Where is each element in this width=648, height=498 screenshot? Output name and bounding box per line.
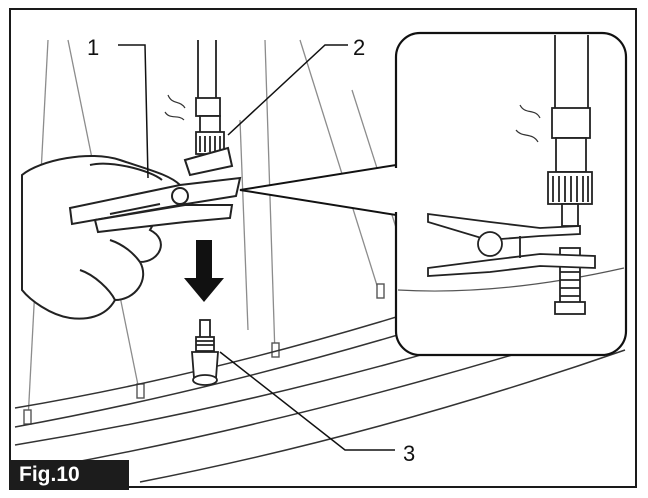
down-arrow-icon <box>184 240 224 302</box>
hand <box>21 154 185 320</box>
clip-tool <box>68 146 242 234</box>
presta-valve <box>191 319 219 386</box>
callout-2: 2 <box>353 35 366 60</box>
cord-ties <box>164 94 186 121</box>
pump-hose <box>195 40 225 155</box>
callout-1: 1 <box>87 35 100 60</box>
leader-lines <box>118 44 395 451</box>
zoom-inset <box>239 31 628 357</box>
figure-label: Fig.10 <box>9 460 129 490</box>
callout-3: 3 <box>403 441 416 466</box>
spoke-nipples <box>23 283 385 425</box>
